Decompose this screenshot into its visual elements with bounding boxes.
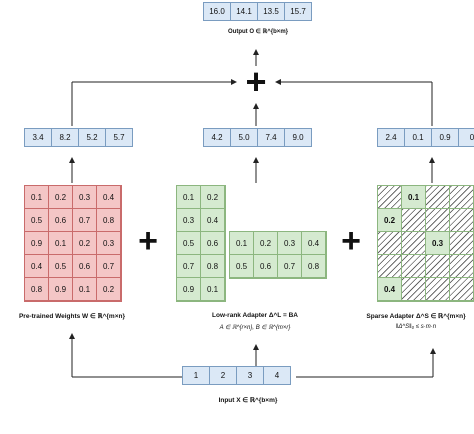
- sum-plus-operator: +: [245, 61, 267, 102]
- sparse-result-cell: 0.1: [405, 129, 432, 146]
- matrix-cell: 0.1: [402, 186, 426, 209]
- matrix-cell: [378, 255, 402, 278]
- matrix-cell: [450, 232, 474, 255]
- matrix-cell: [402, 255, 426, 278]
- pretrained-weight-matrix: 0.1 0.2 0.3 0.4 0.5 0.6 0.7 0.8 0.9 0.1 …: [24, 185, 122, 302]
- matrix-cell: 0.6: [254, 255, 278, 278]
- matrix-cell: 0.4: [201, 209, 225, 232]
- plus-operator-left: +: [138, 222, 158, 260]
- input-label: Input X ∈ ℝ^{b×m}: [218, 397, 278, 404]
- lowrank-label: Low-rank Adapter Δ^L = BA: [212, 312, 298, 319]
- matrix-cell: 0.5: [230, 255, 254, 278]
- matrix-cell: 0.7: [177, 255, 201, 278]
- sparse-adapter-matrix: 0.1 0.2 0.3 0.4: [377, 185, 474, 302]
- matrix-cell: 0.7: [73, 209, 97, 232]
- lowrank-b-matrix: 0.1 0.2 0.3 0.4 0.5 0.6 0.7 0.8 0.9 0.1: [176, 185, 226, 302]
- sparse-result-cell: 0: [469, 133, 474, 142]
- matrix-cell: 0.2: [73, 232, 97, 255]
- input-cell: 4: [274, 371, 280, 380]
- matrix-cell: 0.1: [177, 186, 201, 209]
- input-cell: 1: [183, 367, 210, 384]
- input-cell: 2: [210, 367, 237, 384]
- plus-operator-right: +: [341, 222, 361, 260]
- matrix-cell: 0.7: [97, 255, 121, 278]
- matrix-cell: 0.6: [49, 209, 73, 232]
- matrix-cell: 0.5: [49, 255, 73, 278]
- lowrank-result-cell: 4.2: [204, 129, 231, 146]
- matrix-cell: 0.3: [97, 232, 121, 255]
- pretrained-result-vector: 3.4 8.2 5.2 5.7: [24, 128, 133, 147]
- matrix-cell: 0.8: [201, 255, 225, 278]
- matrix-cell: 0.2: [201, 186, 225, 209]
- matrix-cell: [450, 278, 474, 301]
- pretrained-result-cell: 3.4: [25, 129, 52, 146]
- matrix-cell: 0.1: [201, 278, 225, 301]
- sparse-sublabel: ‖Δ^S‖₀ ≤ s·m·n: [395, 324, 437, 330]
- matrix-cell: 0.1: [49, 232, 73, 255]
- matrix-cell: 0.1: [73, 278, 97, 301]
- matrix-cell: [426, 255, 450, 278]
- lowrank-result-vector: 4.2 5.0 7.4 9.0: [203, 128, 312, 147]
- matrix-cell: 0.4: [302, 232, 326, 255]
- matrix-cell: 0.6: [201, 232, 225, 255]
- matrix-cell: 0.2: [378, 209, 402, 232]
- matrix-cell: 0.2: [49, 186, 73, 209]
- matrix-cell: 0.8: [302, 255, 326, 278]
- matrix-cell: [450, 255, 474, 278]
- pretrained-result-cell: 8.2: [52, 129, 79, 146]
- matrix-cell: 0.3: [278, 232, 302, 255]
- sparse-result-cell: 2.4: [378, 129, 405, 146]
- input-cell: 3: [237, 367, 264, 384]
- matrix-cell: [402, 209, 426, 232]
- matrix-cell: [426, 209, 450, 232]
- sparse-result-vector: 2.4 0.1 0.9 0: [377, 128, 474, 147]
- output-vector: 16.0 14.1 13.5 15.7: [203, 2, 312, 21]
- matrix-cell: 0.3: [426, 232, 450, 255]
- matrix-cell: [378, 232, 402, 255]
- matrix-cell: [426, 186, 450, 209]
- output-cell: 13.5: [258, 3, 285, 20]
- matrix-cell: 0.1: [25, 186, 49, 209]
- matrix-cell: [378, 186, 402, 209]
- sparse-result-cell: 0.9: [432, 129, 459, 146]
- matrix-cell: 0.9: [49, 278, 73, 301]
- input-vector: 1 2 3 4: [182, 366, 291, 385]
- matrix-cell: 0.9: [177, 278, 201, 301]
- matrix-cell: [402, 278, 426, 301]
- lowrank-result-cell: 5.0: [231, 129, 258, 146]
- matrix-cell: 0.6: [73, 255, 97, 278]
- matrix-cell: [426, 278, 450, 301]
- matrix-cell: 0.3: [177, 209, 201, 232]
- sparse-label: Sparse Adapter Δ^S ∈ ℝ^{m×n}: [366, 313, 466, 320]
- matrix-cell: [450, 186, 474, 209]
- matrix-cell: 0.2: [254, 232, 278, 255]
- lowrank-result-cell: 7.4: [258, 129, 285, 146]
- matrix-cell: [450, 209, 474, 232]
- matrix-cell: 0.8: [25, 278, 49, 301]
- matrix-cell: [402, 232, 426, 255]
- matrix-cell: 0.9: [25, 232, 49, 255]
- matrix-cell: 0.2: [97, 278, 121, 301]
- lowrank-a-matrix: 0.1 0.2 0.3 0.4 0.5 0.6 0.7 0.8: [229, 231, 327, 279]
- matrix-cell: 0.5: [177, 232, 201, 255]
- output-label: Output O ∈ ℝ^{b×m}: [228, 29, 288, 35]
- output-cell: 16.0: [204, 3, 231, 20]
- matrix-cell: 0.1: [230, 232, 254, 255]
- pretrained-result-cell: 5.2: [79, 129, 106, 146]
- matrix-cell: 0.4: [25, 255, 49, 278]
- pretrained-result-cell: 5.7: [113, 133, 125, 142]
- matrix-cell: 0.8: [97, 209, 121, 232]
- lowrank-sublabel: A ∈ ℝ^{r×n}, B ∈ ℝ^{m×r}: [219, 325, 291, 331]
- output-cell: 15.7: [290, 7, 306, 16]
- matrix-cell: 0.4: [97, 186, 121, 209]
- lowrank-result-cell: 9.0: [292, 133, 304, 142]
- pretrained-label: Pre-trained Weights W ∈ ℝ^{m×n}: [18, 313, 126, 320]
- matrix-cell: 0.7: [278, 255, 302, 278]
- output-cell: 14.1: [231, 3, 258, 20]
- matrix-cell: 0.4: [378, 278, 402, 301]
- matrix-cell: 0.3: [73, 186, 97, 209]
- matrix-cell: 0.5: [25, 209, 49, 232]
